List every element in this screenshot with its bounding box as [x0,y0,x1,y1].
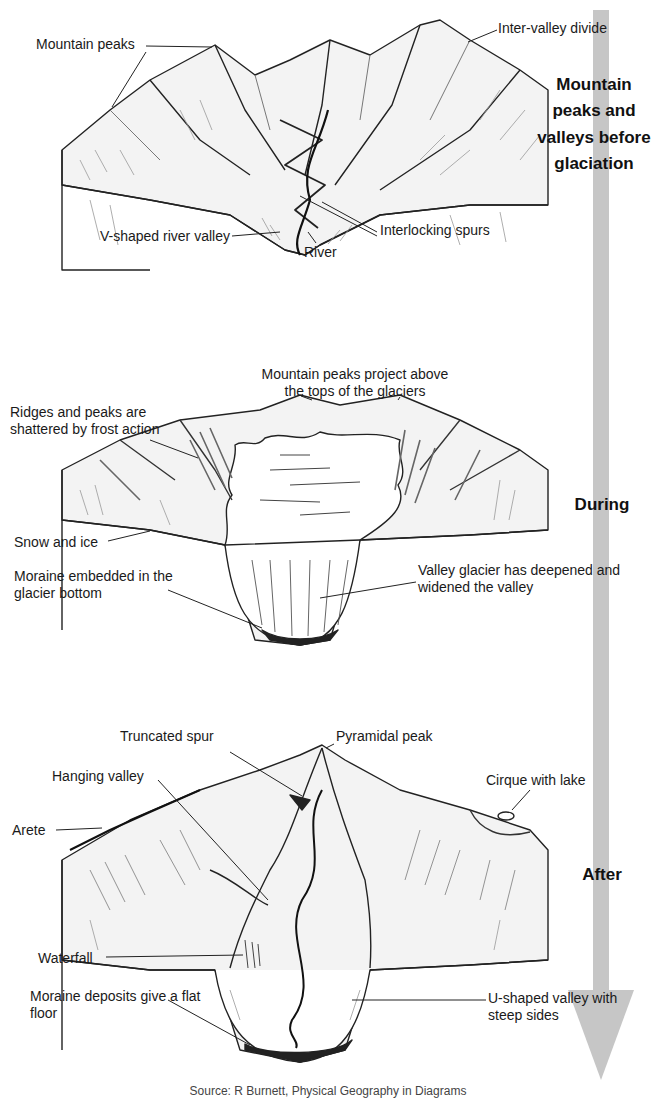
drawing-part [62,20,548,255]
drawing-part [62,150,150,270]
drawing-part [168,1000,250,1045]
drawing-part [80,90,540,180]
drawing-part [290,795,310,810]
drawing-part [260,455,360,515]
drawing-part [512,790,530,810]
drawing-part [326,744,334,748]
drawing-part [245,940,260,968]
feature-label: V-shaped river valley [100,228,235,245]
stage-label: After [552,862,652,888]
drawing-part [80,480,515,525]
post-glacial-block [62,745,548,1062]
feature-label: Arete [12,822,60,839]
stage-label: During [552,492,652,518]
drawing-part [308,232,316,243]
drawing-part [252,560,348,636]
drawing-part [215,45,285,170]
drawing-part [168,590,262,628]
drawing-part [110,40,470,160]
pre-glacial-block [62,20,548,270]
drawing-part [112,52,146,107]
drawing-part [230,752,302,796]
drawing-part [100,428,480,503]
drawing-part [146,46,212,47]
feature-label: Waterfall [38,950,108,967]
drawing-part [158,780,268,900]
drawing-part [380,70,520,190]
source-caption: Source: R Burnett, Physical Geography in… [0,1084,656,1098]
drawing-part [90,920,500,1020]
drawing-part [468,30,497,42]
drawing-part [305,40,330,175]
drawing-part [322,748,371,968]
drawing-part [322,202,377,232]
drawing-part [106,955,243,957]
feature-label: Pyramidal peak [336,728,456,745]
drawing-part [120,420,520,500]
drawing-part [320,582,416,598]
feature-label: Snow and ice [14,534,114,551]
feature-label: Valley glacier has deepened and widened … [418,562,648,596]
drawing-part [335,25,420,185]
drawing-part [360,530,548,540]
feature-label: Truncated spur [120,728,230,745]
drawing-part [56,828,102,830]
feature-label: Inter-valley divide [498,20,648,37]
drawing-part [245,1040,352,1062]
feature-label: Interlocking spurs [380,222,510,239]
drawing-part [70,790,200,850]
drawing-part [225,432,403,545]
stage-label: Mountain peaks and valleys before glacia… [536,72,652,177]
drawing-part [370,960,548,970]
drawing-part [210,870,268,905]
feature-label: Moraine embedded in the glacier bottom [14,568,206,602]
feature-label: River [304,244,354,261]
drawing-part [297,110,328,255]
drawing-part [280,120,325,228]
drawing-part [300,196,377,236]
feature-label: Mountain peaks project above the tops of… [250,366,460,400]
feature-label: Hanging valley [52,768,162,785]
feature-label: U-shaped valley with steep sides [488,990,638,1024]
drawing-part [290,790,322,1048]
leader-lines-1 [112,30,497,243]
drawing-part [232,232,280,236]
drawing-part [150,440,198,458]
feature-label: Ridges and peaks are shattered by frost … [10,404,160,438]
drawing-part [150,80,250,175]
feature-label: Cirque with lake [486,772,616,789]
feature-label: Mountain peaks [36,36,148,53]
drawing-part [108,531,150,541]
drawing-part [352,1000,486,1001]
drawing-part [62,745,548,1062]
drawing-part [225,540,360,645]
feature-label: Moraine deposits give a flat floor [30,988,220,1022]
drawing-part [498,812,514,820]
drawing-part [262,630,338,645]
drawing-part [230,748,322,968]
drawing-part [470,810,530,835]
drawing-part [90,830,515,910]
